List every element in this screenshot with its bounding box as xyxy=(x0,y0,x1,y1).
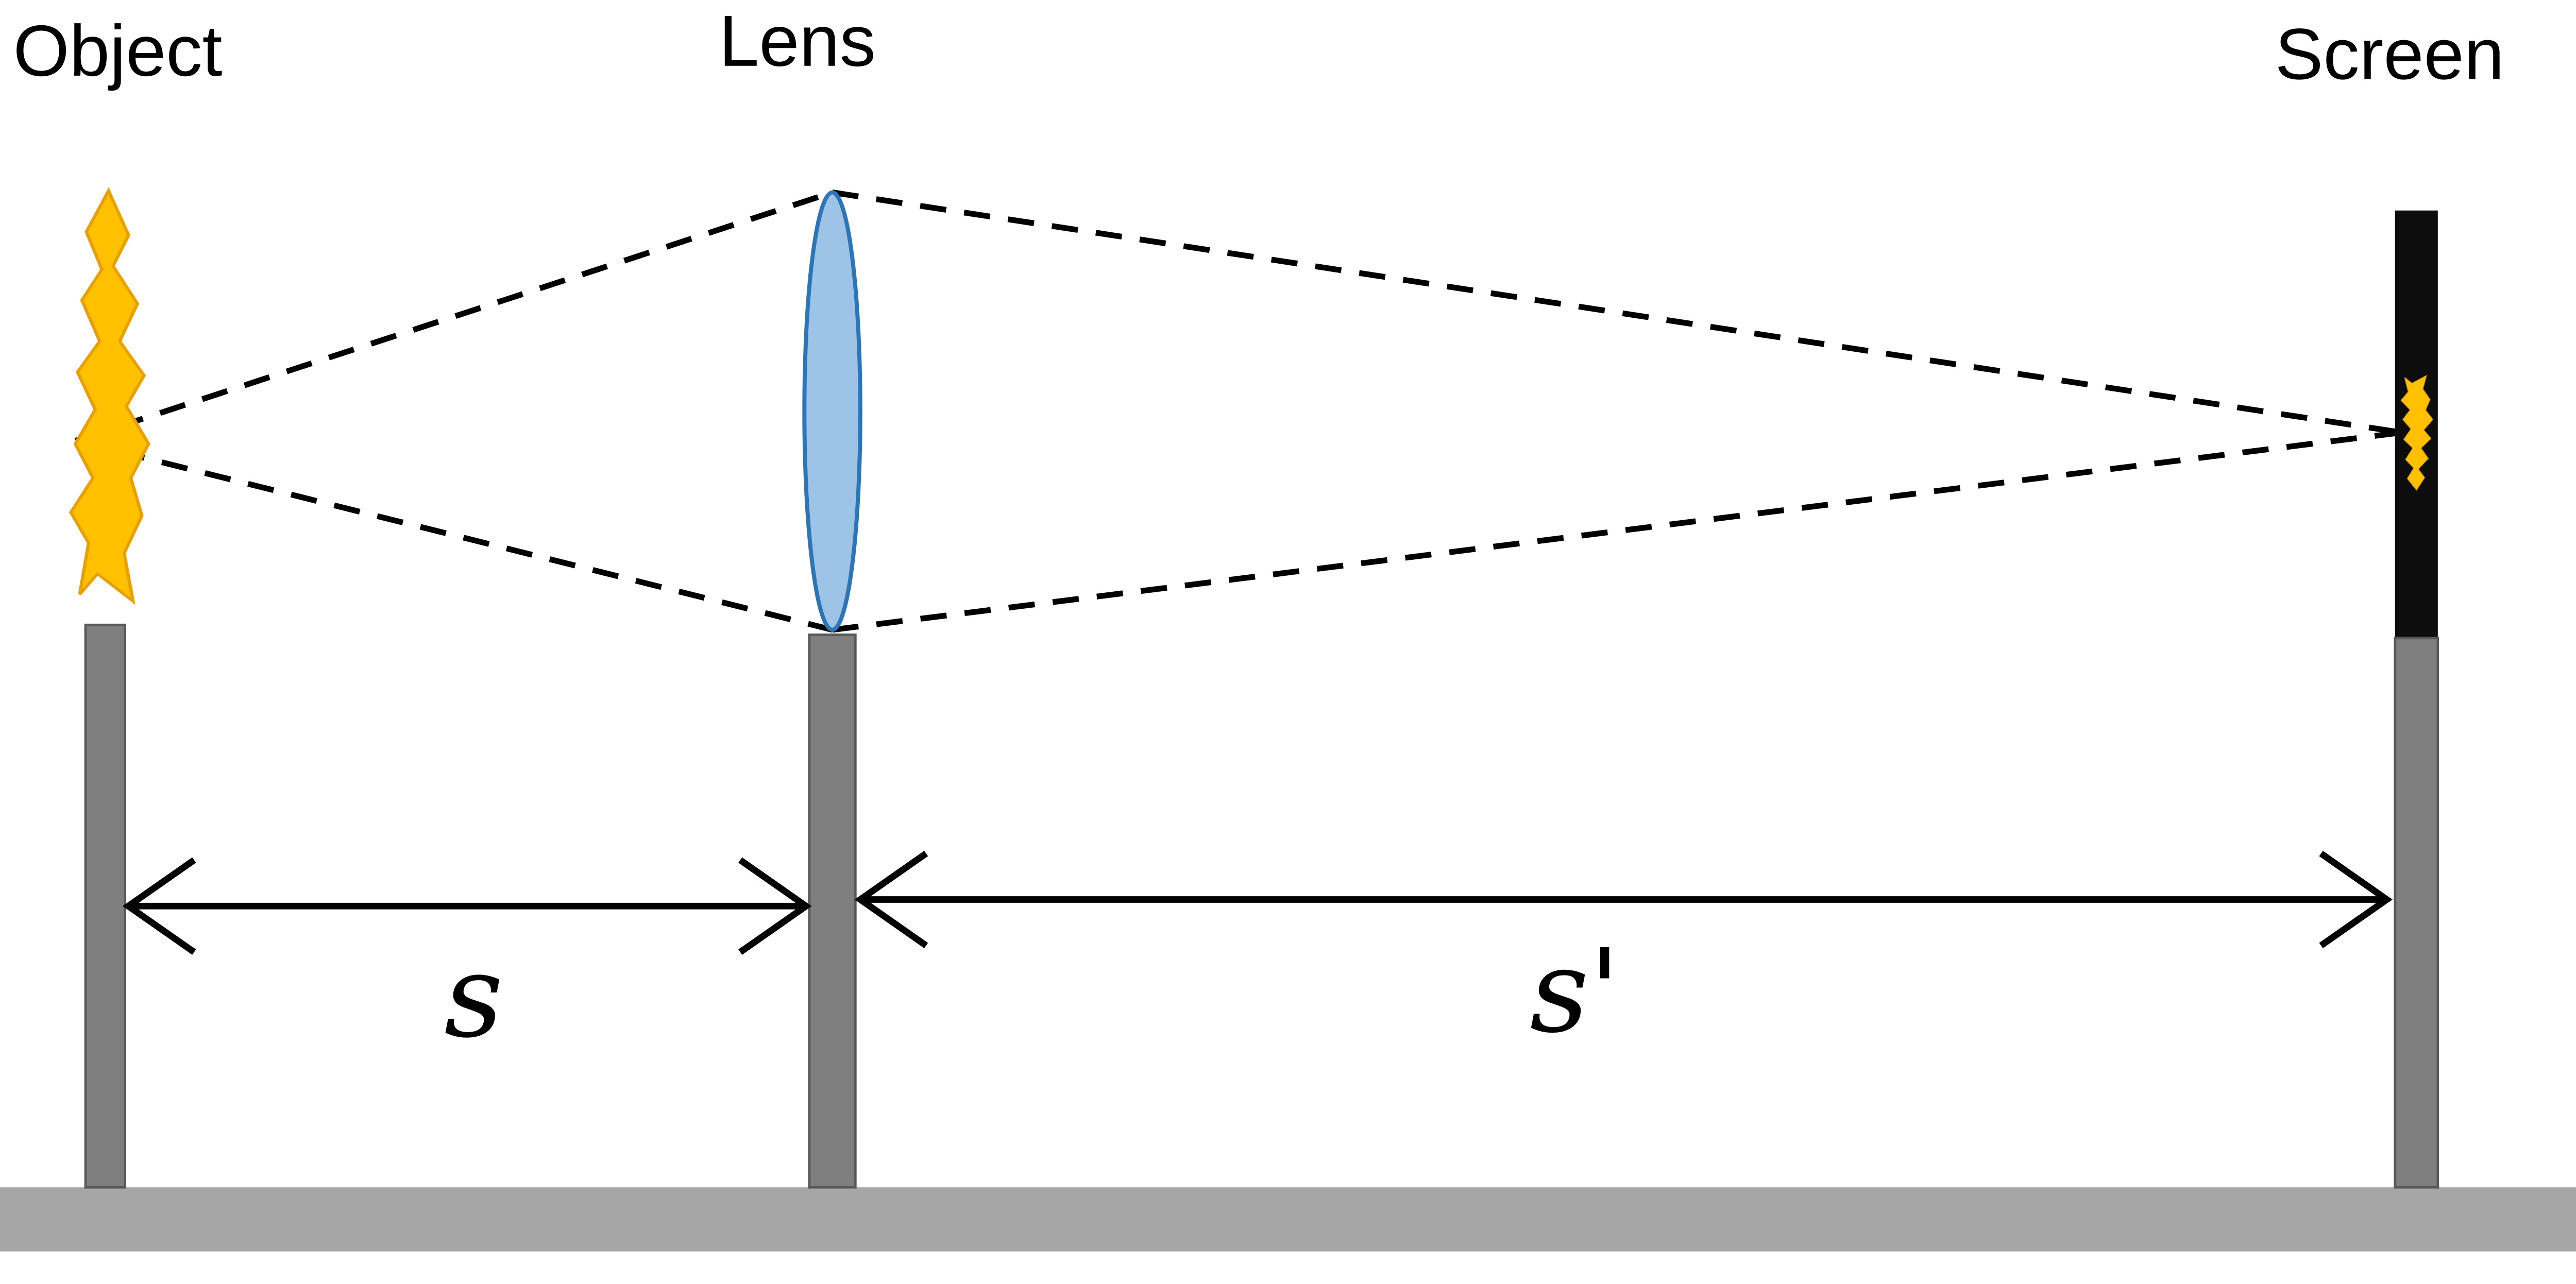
screen-stand xyxy=(2394,637,2439,1189)
distance-arrow-s-right-head xyxy=(738,857,812,955)
ground xyxy=(0,1187,2576,1252)
distance-arrow-s-prime-right-head xyxy=(2319,850,2393,949)
distance-arrow-s-prime xyxy=(854,850,2393,949)
lens xyxy=(802,190,862,632)
distance-arrow-s xyxy=(122,857,812,955)
ray-object-to-lens-bottom xyxy=(75,438,833,633)
ray-lens-bottom-to-image xyxy=(832,430,2402,633)
ray-object-to-lens-top xyxy=(75,190,834,443)
distance-label-s-prime: s' xyxy=(1530,925,1620,1058)
distance-label-s: s xyxy=(444,929,503,1063)
lens-stand xyxy=(808,634,857,1189)
object-stand xyxy=(84,623,127,1189)
object-label: Object xyxy=(13,10,223,91)
lens-label: Lens xyxy=(719,1,876,81)
object-flame xyxy=(71,191,148,601)
screen-label: Screen xyxy=(2275,13,2504,94)
distance-arrow-s-prime-left-head xyxy=(854,850,928,949)
ray-lens-top-to-image xyxy=(832,190,2402,436)
distance-arrow-s-left-head xyxy=(122,857,196,955)
lens-imaging-figure: Object Lens Screen s s' xyxy=(0,1,2576,1252)
optics-diagram: Object Lens Screen s s' xyxy=(0,1,2576,1252)
